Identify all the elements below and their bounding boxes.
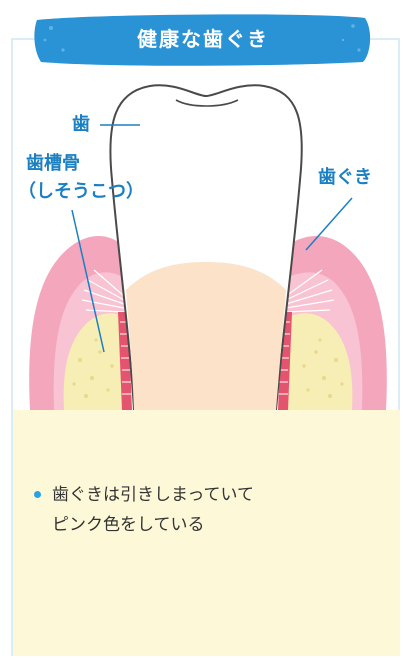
label-alveolar-bone: 歯槽骨 bbox=[26, 152, 80, 176]
page-title: 健康な歯ぐき bbox=[33, 10, 373, 68]
label-alveolar-bone-reading: （しそうこつ） bbox=[18, 180, 144, 204]
header-banner: 健康な歯ぐき bbox=[33, 10, 373, 68]
tooth-pulp bbox=[126, 262, 286, 410]
caption-text: 歯ぐきは引きしまっていて ピンク色をしている bbox=[52, 480, 372, 540]
label-tooth: 歯 bbox=[72, 113, 90, 137]
caption-line-1: 歯ぐきは引きしまっていて bbox=[52, 480, 372, 510]
label-gum: 歯ぐき bbox=[318, 166, 372, 190]
caption-line-2: ピンク色をしている bbox=[52, 510, 372, 540]
bullet-icon bbox=[34, 491, 41, 498]
